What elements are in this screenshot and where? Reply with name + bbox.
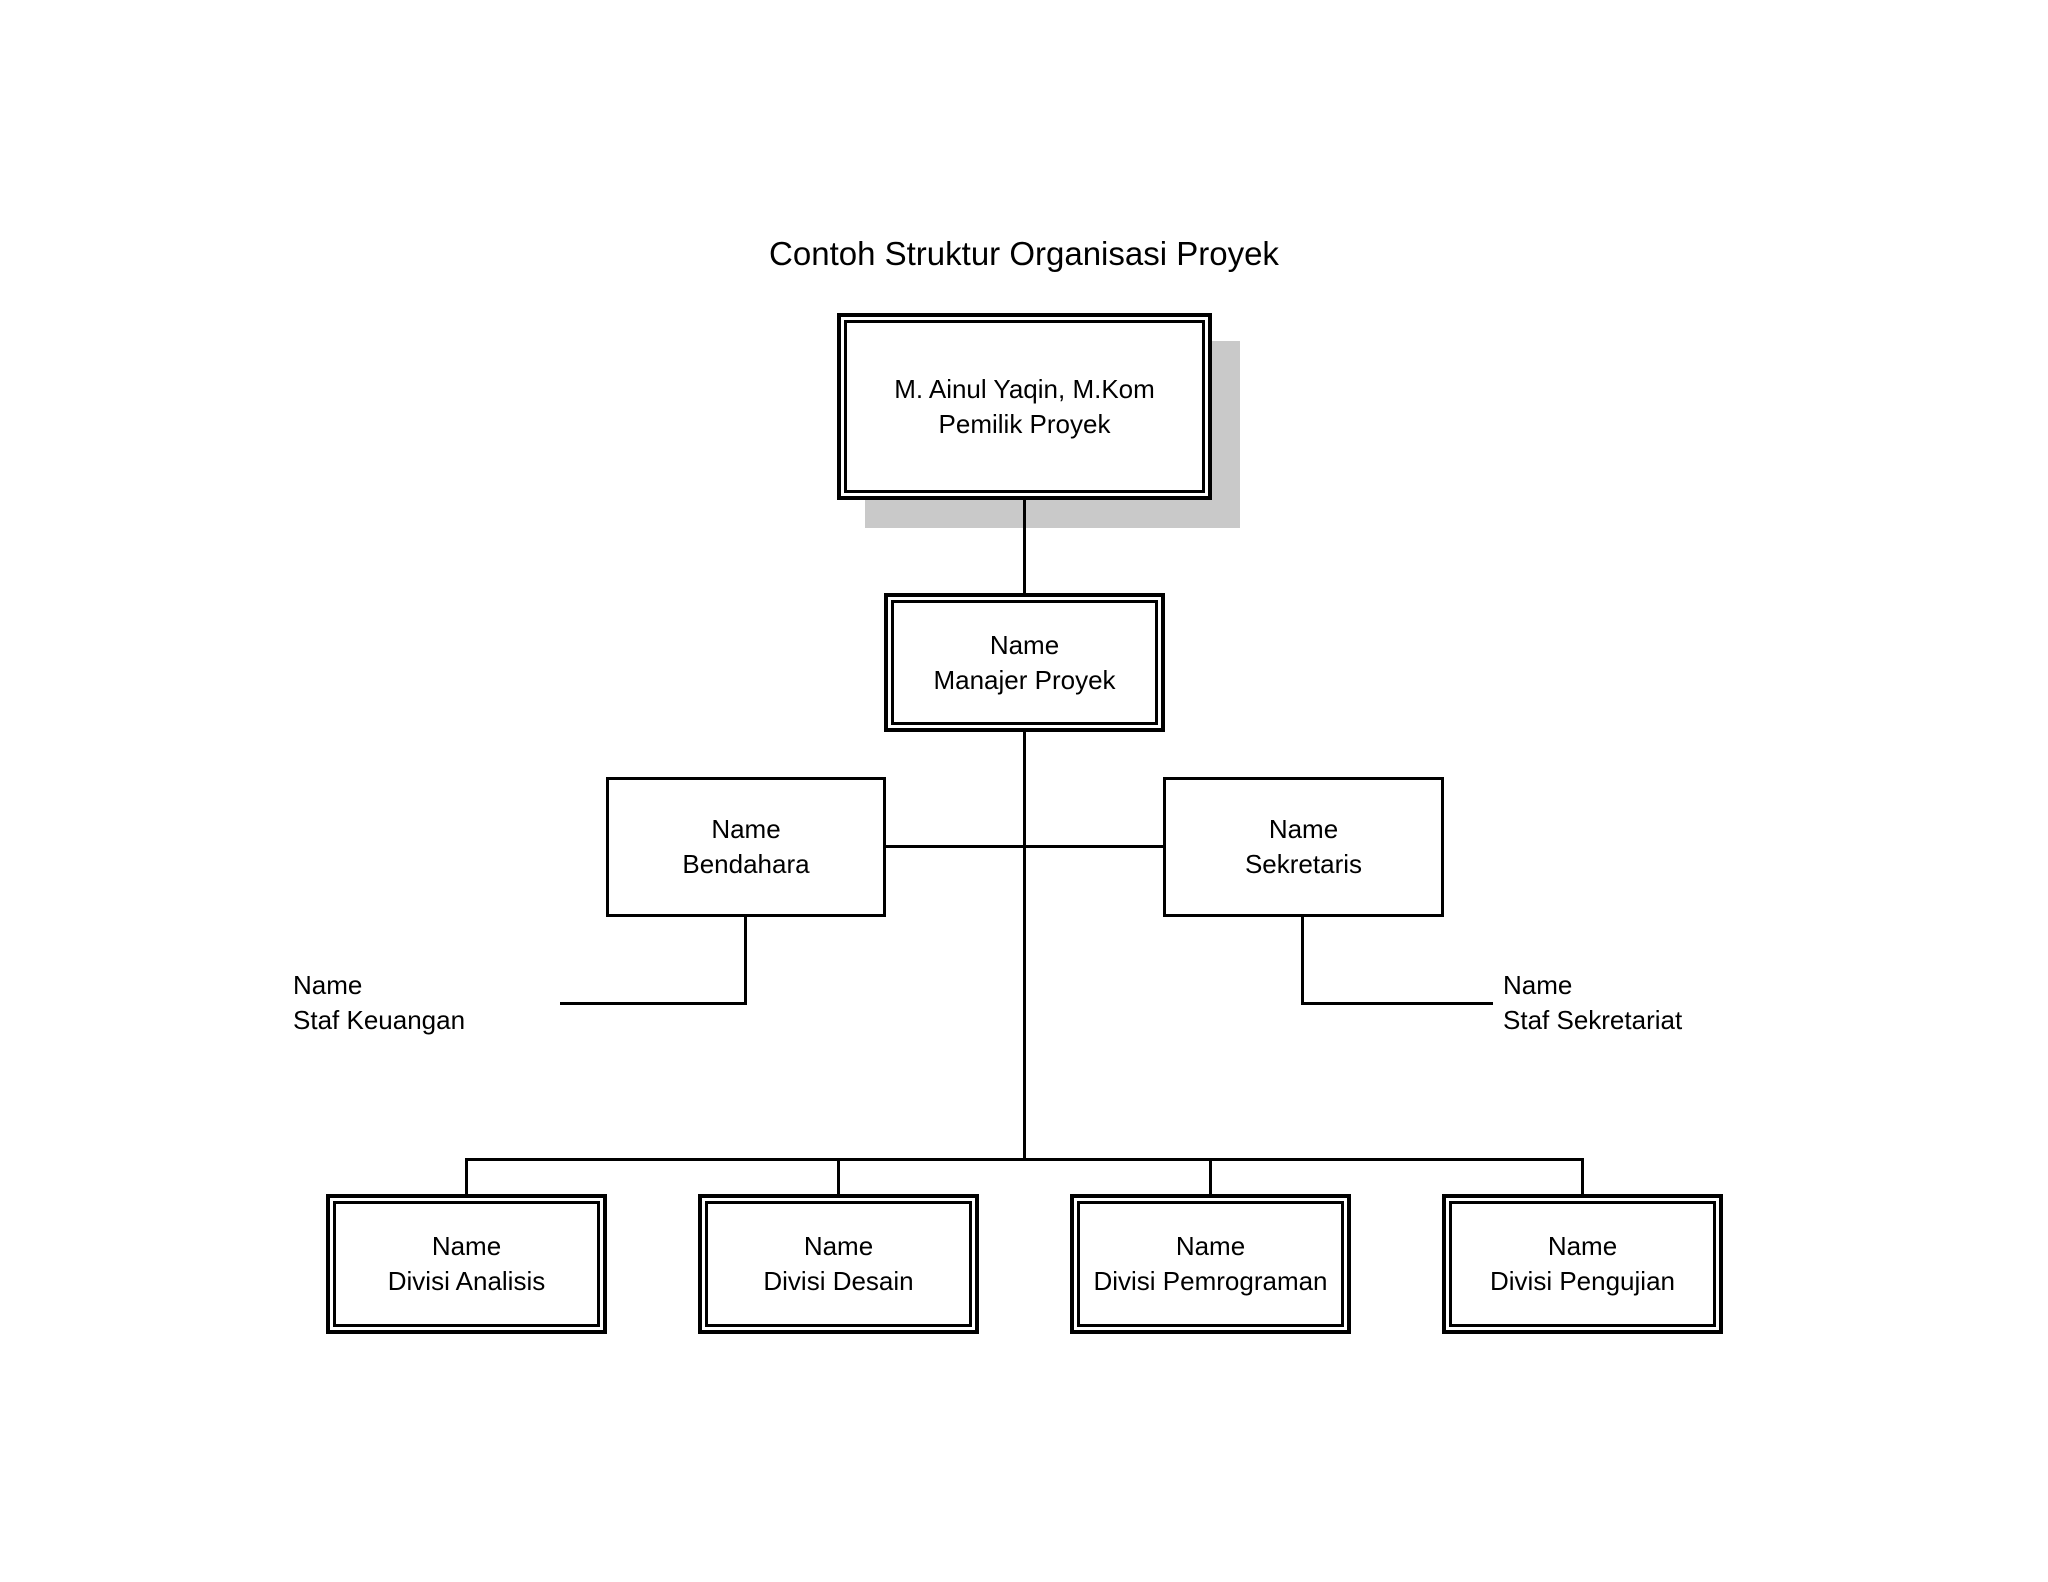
connector-secretariat-staff — [1301, 1002, 1493, 1005]
org-box-secretary: Name Sekretaris — [1163, 777, 1444, 917]
connector-stub-programming — [1209, 1158, 1212, 1194]
org-box-manager: Name Manajer Proyek — [884, 593, 1165, 732]
division-analysis-name: Name — [431, 1231, 502, 1261]
label-finance-staff: Name Staf Keuangan — [293, 968, 465, 1038]
org-box-division-design: Name Divisi Desain — [698, 1194, 979, 1334]
division-design-name: Name — [803, 1231, 874, 1261]
connector-finance-staff — [560, 1002, 747, 1005]
connector-center-trunk — [1023, 732, 1026, 1161]
connector-divisions-bus — [465, 1158, 1584, 1161]
org-box-treasurer: Name Bendahara — [606, 777, 886, 917]
owner-role: Pemilik Proyek — [938, 408, 1111, 439]
org-box-owner: M. Ainul Yaqin, M.Kom Pemilik Proyek — [837, 313, 1212, 500]
manager-name: Name — [989, 629, 1060, 660]
org-box-division-analysis: Name Divisi Analisis — [326, 1194, 607, 1334]
owner-name: M. Ainul Yaqin, M.Kom — [894, 373, 1155, 404]
connector-stub-analysis — [465, 1158, 468, 1194]
diagram-title: Contoh Struktur Organisasi Proyek — [769, 235, 1279, 272]
connector-treasurer-drop — [744, 916, 747, 1005]
label-secretariat-staff: Name Staf Sekretariat — [1503, 968, 1682, 1038]
treasurer-role: Bendahara — [682, 849, 810, 879]
treasurer-name: Name — [711, 814, 781, 844]
finance-staff-role: Staf Keuangan — [293, 1005, 466, 1035]
org-box-division-testing: Name Divisi Pengujian — [1442, 1194, 1723, 1334]
secretary-role: Sekretaris — [1244, 849, 1363, 879]
division-programming-name: Name — [1175, 1231, 1246, 1261]
manager-role: Manajer Proyek — [933, 664, 1116, 695]
org-box-division-programming: Name Divisi Pemrograman — [1070, 1194, 1351, 1334]
division-testing-name: Name — [1547, 1231, 1618, 1261]
connector-owner-manager — [1023, 500, 1026, 593]
division-analysis-role: Divisi Analisis — [387, 1266, 546, 1296]
connector-treasurer-secretary — [885, 845, 1163, 848]
division-programming-role: Divisi Pemrograman — [1093, 1266, 1328, 1296]
secretary-name: Name — [1268, 814, 1339, 844]
connector-stub-design — [837, 1158, 840, 1194]
connector-secretary-drop — [1301, 916, 1304, 1005]
secretariat-staff-name: Name — [1503, 970, 1573, 1000]
division-testing-role: Divisi Pengujian — [1490, 1266, 1675, 1296]
finance-staff-name: Name — [293, 970, 363, 1000]
connector-stub-testing — [1581, 1158, 1584, 1194]
division-design-role: Divisi Desain — [763, 1266, 914, 1296]
secretariat-staff-role: Staf Sekretariat — [1503, 1005, 1683, 1035]
